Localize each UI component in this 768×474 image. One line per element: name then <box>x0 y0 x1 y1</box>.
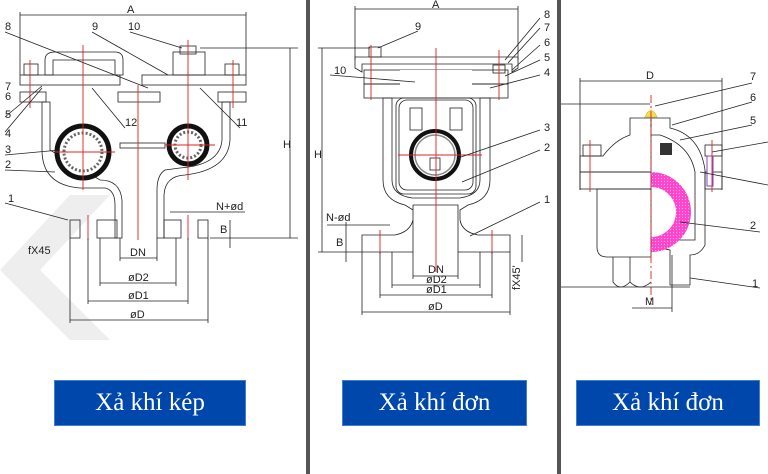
compact-air-valve-drawing <box>561 78 768 312</box>
dim-h: H <box>283 139 291 151</box>
part-2: 2 <box>750 220 756 232</box>
caption-single-air-valve: Xả khí đơn <box>342 380 527 426</box>
watermark-chevron <box>0 195 110 340</box>
part-8: 8 <box>544 9 550 21</box>
dim-chamfer: fX45 <box>28 245 51 257</box>
caption-double-air-valve: Xả khí kép <box>54 380 246 426</box>
part-6: 6 <box>750 92 756 104</box>
dim-n-d: N+ød <box>216 201 243 213</box>
part-3: 3 <box>5 144 11 156</box>
part-6: 6 <box>5 91 11 103</box>
part-5: 5 <box>5 109 11 121</box>
dim-h: H <box>314 149 322 161</box>
part-5: 5 <box>544 52 550 64</box>
dim-chamfer: fX45' <box>511 265 523 290</box>
part-7: 7 <box>544 22 550 34</box>
part-3: 3 <box>544 122 550 134</box>
dim-d: D <box>646 70 654 82</box>
part-1: 1 <box>752 278 758 290</box>
part-1: 1 <box>8 193 14 205</box>
dim-dn: DN <box>428 264 444 276</box>
part-2: 2 <box>5 159 11 171</box>
part-12: 12 <box>125 117 137 129</box>
dim-n-d: N-ød <box>326 212 350 224</box>
caption-single-air-valve-compact: Xả khí đơn <box>576 380 760 426</box>
part-9: 9 <box>92 21 98 33</box>
dim-d1: øD1 <box>426 284 447 296</box>
dim-d: øD <box>428 301 443 313</box>
double-air-valve-drawing <box>4 12 298 323</box>
part-4: 4 <box>544 67 550 79</box>
single-air-valve-drawing <box>318 6 541 315</box>
technical-drawings: 8 9 10 7 6 5 4 3 2 1 12 11 A H DN øD2 øD… <box>0 0 768 340</box>
panel-divider <box>306 0 310 474</box>
part-5: 5 <box>750 115 756 127</box>
part-4: 4 <box>5 128 11 140</box>
dim-b: B <box>220 224 227 236</box>
part-8: 8 <box>5 21 11 33</box>
dim-d: øD <box>130 309 145 321</box>
dim-b: B <box>336 237 343 249</box>
part-9: 9 <box>415 21 421 33</box>
dim-d2: øD2 <box>426 274 447 286</box>
part-2: 2 <box>544 142 550 154</box>
part-1: 1 <box>544 194 550 206</box>
dim-d2: øD2 <box>128 272 149 284</box>
part-6: 6 <box>544 37 550 49</box>
dim-d1: øD1 <box>128 290 149 302</box>
dim-dn: DN <box>130 247 146 259</box>
part-7: 7 <box>750 71 756 83</box>
panel-divider <box>557 0 561 474</box>
dim-m: M <box>645 296 654 308</box>
part-10: 10 <box>334 65 346 77</box>
dim-a: A <box>432 0 440 11</box>
part-11: 11 <box>236 117 247 129</box>
part-10: 10 <box>128 21 140 33</box>
part-7: 7 <box>5 81 11 93</box>
dim-a: A <box>127 4 135 16</box>
